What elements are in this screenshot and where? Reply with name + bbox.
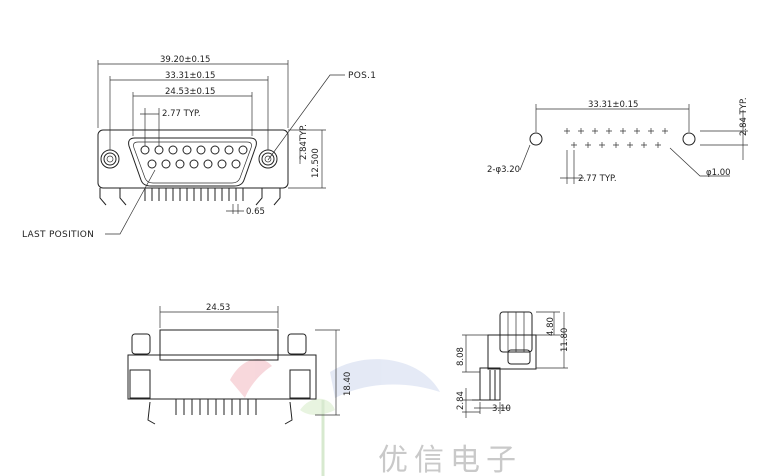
dim-pin-width: 0.65 (246, 207, 265, 217)
connector-flange (97, 129, 289, 189)
pcb-layout: 33.31±0.15 2.84 TYP. 2-φ3.20 2.77 TYP. φ… (487, 97, 749, 184)
pin-row-top (140, 145, 248, 155)
leader-pin-hole (669, 147, 730, 177)
side-flange (487, 334, 537, 370)
d-shell (128, 137, 257, 187)
pin-row-bottom (147, 159, 241, 169)
mount-hole-left (529, 132, 543, 146)
pcb-pin-holes (564, 128, 668, 148)
pcb-dim-pitch: 2.77 TYP. (578, 174, 617, 184)
top-view: 24.53 18.40 (127, 303, 353, 425)
pcb-dim-mount-hole: 2-φ3.20 (487, 165, 520, 175)
side-dim-310: 3.10 (492, 404, 511, 414)
pcb-dim-row: 2.84 TYP. (739, 97, 749, 136)
side-dim-1180: 11.80 (560, 328, 570, 352)
dim-pin-pitch: 2.77 TYP. (162, 109, 201, 119)
front-view: 39.20±0.15 33.31±0.15 24.53±0.15 2.77 TY… (22, 55, 376, 240)
top-screw-right (287, 333, 307, 355)
mount-screw-left (100, 149, 120, 169)
top-pins (175, 399, 257, 415)
dim-overall-width: 39.20±0.15 (160, 55, 210, 65)
label-pos1: POS.1 (348, 71, 376, 81)
dim-shell-width: 24.53±0.15 (165, 87, 215, 97)
side-dim-480: 4.80 (546, 317, 556, 336)
pcb-pins (99, 188, 281, 206)
mount-hole-right (682, 132, 696, 146)
watermark-logo (230, 358, 440, 476)
side-dim-284: 2.84 (456, 391, 466, 410)
pcb-dim-mount: 33.31±0.15 (588, 100, 638, 110)
top-dim-shell: 24.53 (206, 303, 230, 313)
leader-pos1 (267, 74, 345, 161)
top-shell (159, 329, 279, 361)
pcb-dim-pin-hole: φ1.00 (706, 168, 731, 178)
side-dim-808: 8.08 (456, 347, 466, 366)
leader-mount-hole (519, 144, 531, 171)
side-view: 4.80 11.80 8.08 2.84 3.10 (456, 311, 570, 418)
top-dim-height: 18.40 (343, 372, 353, 396)
label-last-position: LAST POSITION (22, 230, 94, 240)
top-body (127, 354, 317, 400)
dim-row-pitch: 2.84TYP. (299, 124, 309, 160)
top-screw-left (131, 333, 151, 355)
watermark-text: 优信电子 (378, 443, 522, 476)
leader-last-position (105, 169, 156, 235)
dim-height: 12.500 (311, 148, 321, 178)
dim-mount-width: 33.31±0.15 (165, 71, 215, 81)
mount-screw-right (258, 149, 278, 169)
